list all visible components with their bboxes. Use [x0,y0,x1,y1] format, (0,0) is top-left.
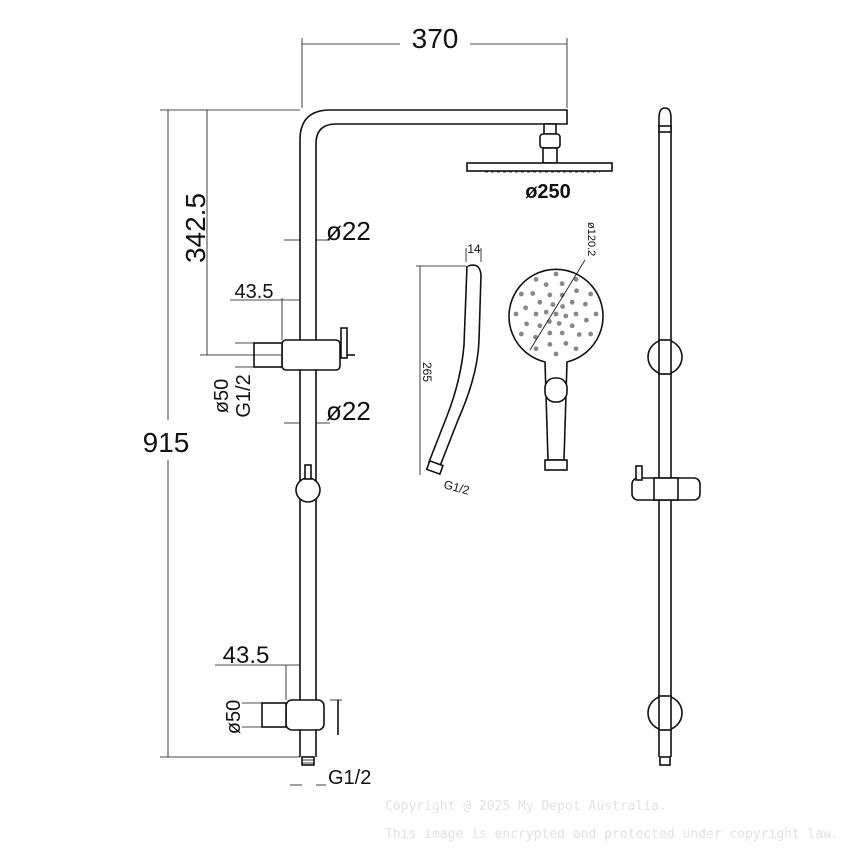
nozzle-dot [533,311,539,317]
hand-shower-length-label: 265 [420,362,434,382]
hand-shower-side-view [416,248,482,476]
nozzle-dot [513,311,519,317]
nozzle-dot [533,346,539,352]
nozzle-dot [574,288,579,294]
nozzle-dot [576,332,582,337]
nozzle-dot [582,301,588,307]
bracket-offset-lower-label: 43.5 [223,642,270,669]
nozzle-dot [533,276,539,282]
bracket-diameter-upper-label: ø50 [211,379,233,413]
hand-shower-thickness-label: 14 [467,242,481,256]
nozzle-dot [547,341,553,347]
dimension-lines [160,38,568,786]
rain-shower-head [466,123,613,173]
nozzle-dot [547,330,553,336]
nozzle-dot [547,292,553,298]
nozzle-dot [553,351,559,357]
bracket-thread-upper-label: G1/2 [233,374,255,417]
hand-shower-face-diameter-label: ø120.2 [585,222,597,256]
nozzle-dot [537,323,543,329]
nozzle-dot [553,271,559,277]
pipe-diameter-lower-label: ø22 [326,396,371,426]
protection-watermark: This image is encrypted and protected un… [385,827,839,842]
nozzle-dot [556,321,562,326]
total-height-label: 915 [143,427,190,458]
slide-rail-side-view [631,107,701,766]
nozzle-dot [518,331,524,337]
arm-length-label: 370 [412,23,459,54]
height-adjust-knob [295,477,321,503]
rain-head-diameter-label: ø250 [525,181,571,203]
nozzle-dot [524,321,530,327]
pipe-diameter-upper-label: ø22 [326,216,371,246]
nozzle-dot [588,331,594,337]
nozzle-dot [543,282,549,288]
inlet-thread-label: G1/2 [328,767,371,789]
hand-shower-thread-label: G1/2 [442,477,471,497]
nozzle-dot [593,311,599,317]
nozzle-dot [550,302,556,307]
nozzle-dot [559,281,565,287]
nozzle-dot [518,291,524,297]
diverter-bracket [253,327,355,371]
nozzle-dot [569,299,575,305]
nozzle-dot [543,309,549,315]
nozzle-dot [559,292,565,298]
nozzle-dot [530,291,536,296]
copyright-watermark: Copyright @ 2025 My Depot Australia. [385,799,667,814]
nozzle-dot [537,299,543,305]
shower-column [299,109,568,766]
hand-shower-front-view [508,259,604,471]
nozzle-dot [523,305,529,311]
nozzle-dot [573,276,579,282]
arm-height-label: 342.5 [180,193,211,263]
nozzle-dot [560,304,566,309]
nozzle-dot [569,323,575,329]
nozzle-dot [588,291,594,297]
nozzle-dot [573,346,579,352]
bracket-diameter-lower-label: ø50 [223,700,245,734]
nozzle-dot [559,330,565,336]
nozzle-dot [583,317,589,323]
wall-bracket-lower [261,699,339,735]
bracket-offset-upper-label: 43.5 [235,281,274,303]
nozzle-dot [573,311,579,317]
nozzle-dot [563,340,569,346]
nozzle-dot [563,313,569,319]
nozzle-dot [553,311,559,317]
